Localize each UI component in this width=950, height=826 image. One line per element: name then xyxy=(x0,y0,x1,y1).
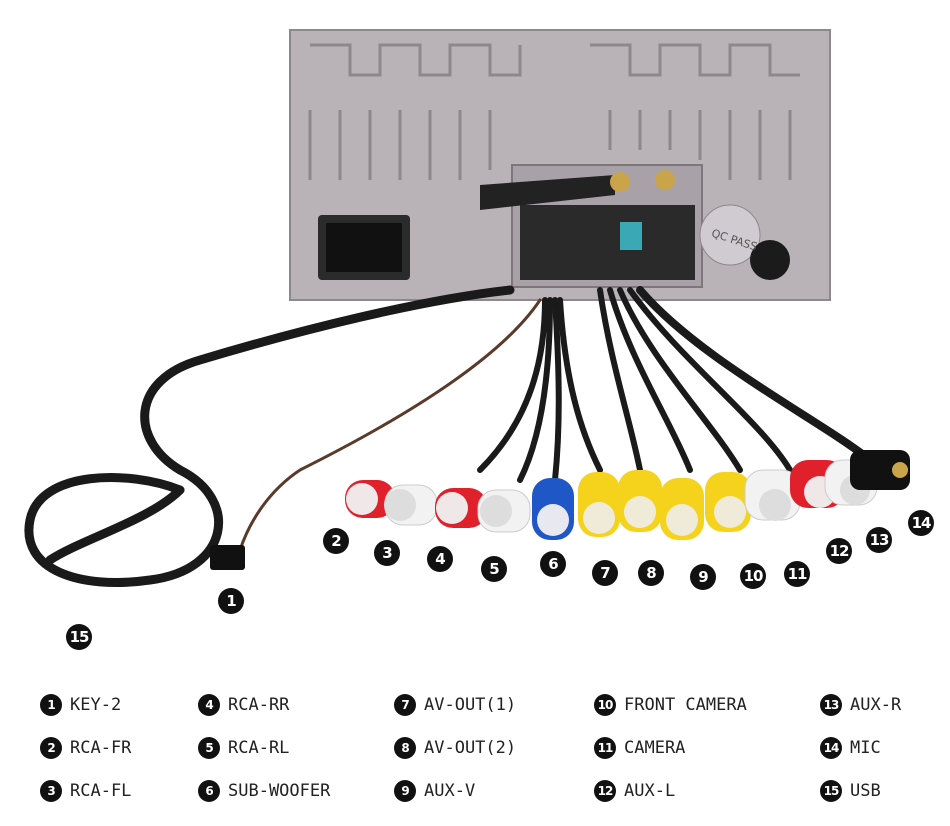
legend-label: AV-OUT(1) xyxy=(424,695,517,715)
legend-item-aux-l: 12 AUX-L xyxy=(594,779,675,803)
legend-number: 4 xyxy=(198,694,220,716)
legend-label: RCA-FL xyxy=(70,781,132,801)
rca-plugs xyxy=(345,450,910,540)
legend-label: AUX-V xyxy=(424,781,476,801)
callout-14: 14 xyxy=(908,510,934,536)
callout-13: 13 xyxy=(866,527,892,553)
legend-number: 2 xyxy=(40,737,62,759)
legend-number: 8 xyxy=(394,737,416,759)
legend-number: 6 xyxy=(198,780,220,802)
legend-label: AUX-L xyxy=(624,781,676,801)
legend-item-key-2: 1 KEY-2 xyxy=(40,693,121,717)
legend-item-rca-fl: 3 RCA-FL xyxy=(40,779,131,803)
head-unit-housing xyxy=(289,29,831,301)
legend-number: 14 xyxy=(820,737,842,759)
legend-label: AUX-R xyxy=(850,695,902,715)
callout-10: 10 xyxy=(740,563,766,589)
legend-number: 13 xyxy=(820,694,842,716)
legend-label: AV-OUT(2) xyxy=(424,738,517,758)
legend-label: SUB-WOOFER xyxy=(228,781,331,801)
rca-yellow-2 xyxy=(618,470,662,532)
callout-5: 5 xyxy=(481,556,507,582)
callout-11: 11 xyxy=(784,561,810,587)
callout-9: 9 xyxy=(690,564,716,590)
rca-red-2 xyxy=(435,488,487,528)
legend-item-rca-rl: 5 RCA-RL xyxy=(198,736,289,760)
callout-4: 4 xyxy=(427,546,453,572)
legend-item-camera: 11 CAMERA xyxy=(594,736,685,760)
rca-white-3 xyxy=(744,469,801,521)
rca-white-1 xyxy=(384,484,438,526)
legend-label: MIC xyxy=(850,738,881,758)
legend-number: 5 xyxy=(198,737,220,759)
legend-item-front-camera: 10 FRONT CAMERA xyxy=(594,693,747,717)
legend-number: 12 xyxy=(594,780,616,802)
callout-6: 6 xyxy=(540,551,566,577)
rca-yellow-1 xyxy=(578,472,620,537)
legend-number: 10 xyxy=(594,694,616,716)
legend-item-rca-rr: 4 RCA-RR xyxy=(198,693,289,717)
legend-number: 7 xyxy=(394,694,416,716)
rca-yellow-3 xyxy=(660,478,704,540)
legend-number: 9 xyxy=(394,780,416,802)
legend-number: 15 xyxy=(820,780,842,802)
key-connector xyxy=(210,545,245,570)
legend-item-aux-v: 9 AUX-V xyxy=(394,779,475,803)
callout-3: 3 xyxy=(374,540,400,566)
legend-item-aux-r: 13 AUX-R xyxy=(820,693,901,717)
rca-red-1 xyxy=(345,480,395,518)
callout-12: 12 xyxy=(826,538,852,564)
legend-item-sub-woofer: 6 SUB-WOOFER xyxy=(198,779,330,803)
wiring-harness-illustration: QC PASS xyxy=(24,29,910,587)
legend-label: FRONT CAMERA xyxy=(624,695,747,715)
legend-label: RCA-RL xyxy=(228,738,290,758)
callout-2: 2 xyxy=(323,528,349,554)
callout-15: 15 xyxy=(66,624,92,650)
legend-label: RCA-RR xyxy=(228,695,290,715)
callout-8: 8 xyxy=(638,560,664,586)
rca-yellow-4 xyxy=(705,472,751,532)
rca-blue xyxy=(532,478,574,540)
legend-label: RCA-FR xyxy=(70,738,132,758)
legend-item-av-out-1: 7 AV-OUT(1) xyxy=(394,693,516,717)
legend-item-av-out-2: 8 AV-OUT(2) xyxy=(394,736,516,760)
legend-number: 1 xyxy=(40,694,62,716)
legend-label: USB xyxy=(850,781,881,801)
rca-white-2 xyxy=(477,489,531,533)
legend-item-mic: 14 MIC xyxy=(820,736,881,760)
legend-number: 11 xyxy=(594,737,616,759)
legend-item-usb: 15 USB xyxy=(820,779,881,803)
callout-7: 7 xyxy=(592,560,618,586)
legend-label: KEY-2 xyxy=(70,695,122,715)
legend-label: CAMERA xyxy=(624,738,686,758)
cables xyxy=(24,285,874,587)
mic-jack xyxy=(850,450,910,490)
legend-number: 3 xyxy=(40,780,62,802)
legend-item-rca-fr: 2 RCA-FR xyxy=(40,736,131,760)
callout-1: 1 xyxy=(218,588,244,614)
